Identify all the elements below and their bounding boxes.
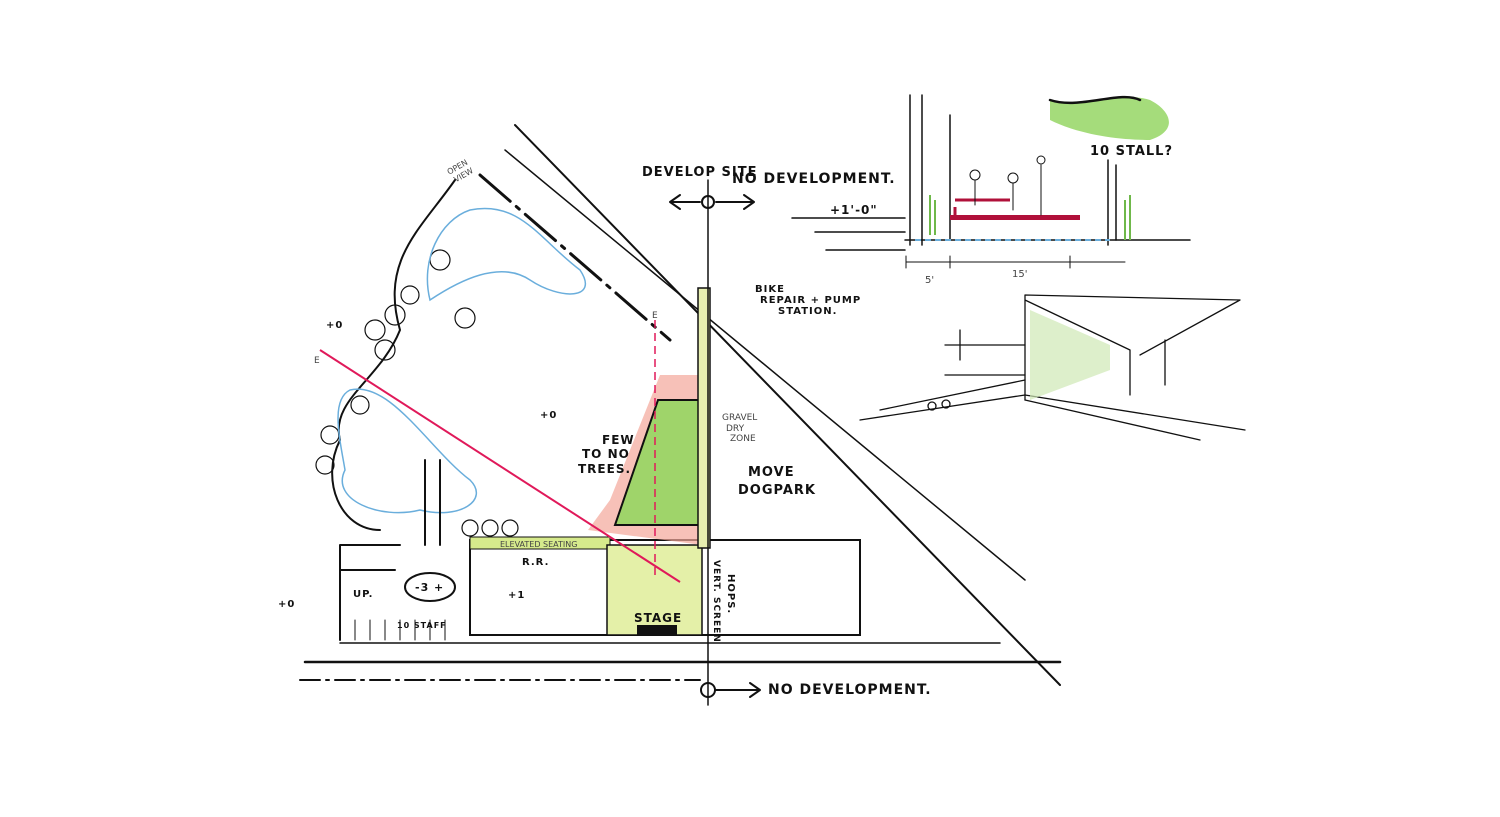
parking-staff-label: 10 STAFF [397, 621, 447, 630]
stage-label: STAGE [634, 611, 682, 625]
street-centerline [478, 173, 672, 342]
boundary-arrow-bottom [715, 682, 761, 698]
green-wall [1030, 310, 1110, 400]
restroom-label: R.R. [522, 557, 549, 568]
street-edge-outer [514, 124, 1061, 686]
tree-trunks [909, 94, 1117, 246]
move-dogpark-label: MOVE DOGPARK [738, 465, 816, 498]
pond-upper [426, 207, 587, 302]
vertical-screen-strip [697, 287, 711, 549]
tree-cluster [315, 179, 519, 537]
bike-repair-label: BIKE REPAIR + PUMP STATION. [755, 284, 866, 317]
up-label: UP. [353, 589, 373, 600]
picnic-table [953, 198, 1010, 220]
perspective-sketch [859, 294, 1246, 441]
no-development-bottom-label: NO DEVELOPMENT. [768, 682, 932, 698]
no-development-top-label: NO DEVELOPMENT. [732, 171, 896, 187]
section-mark-b: E [652, 311, 658, 321]
level-minus3-label: -3 + [415, 581, 444, 594]
site-plan [299, 124, 1062, 706]
section-mark-a: E [314, 356, 320, 366]
section-sketch [791, 94, 1191, 269]
street-edge-inner [504, 149, 1026, 581]
level-plus0-b: +0 [540, 410, 557, 421]
dimension-line [905, 255, 1126, 269]
level-plus1-label: +1 [508, 590, 525, 601]
elevated-seating-label: ELEVATED SEATING [500, 540, 577, 549]
level-callout-bubble [404, 572, 456, 602]
dim-15-label: 15' [1012, 269, 1027, 280]
gravel-dry-zone-label: GRAVEL DRY ZONE [722, 413, 760, 444]
develop-site-label: DEVELOP SITE [642, 165, 758, 180]
section-elevation-label: +1'-0" [830, 203, 878, 217]
stall-note-label: 10 STALL? [1090, 144, 1173, 159]
dim-5-label: 5' [925, 275, 934, 286]
hops-label: HOPS. [725, 574, 736, 614]
boundary-marker-top [701, 195, 715, 209]
level-plus0-c: +0 [278, 599, 295, 610]
deck-platform [950, 215, 1080, 220]
boundary-arrows-top [669, 194, 755, 210]
level-plus0-a: +0 [326, 320, 343, 331]
section-cut-line [319, 349, 681, 583]
pond-lower [337, 388, 477, 514]
parking-stalls [339, 619, 446, 641]
access-road [339, 459, 441, 641]
vert-screen-label: VERT. SCREEN [711, 560, 721, 643]
elevated-seating-strip [469, 536, 611, 550]
grasses [929, 195, 1131, 240]
people-figures [974, 164, 1042, 216]
stage-block [637, 625, 677, 635]
few-trees-label: FEW TO NO TREES. [578, 433, 640, 476]
tree-canopy [1050, 97, 1169, 140]
open-view-label: OPEN VIEW [446, 156, 477, 185]
